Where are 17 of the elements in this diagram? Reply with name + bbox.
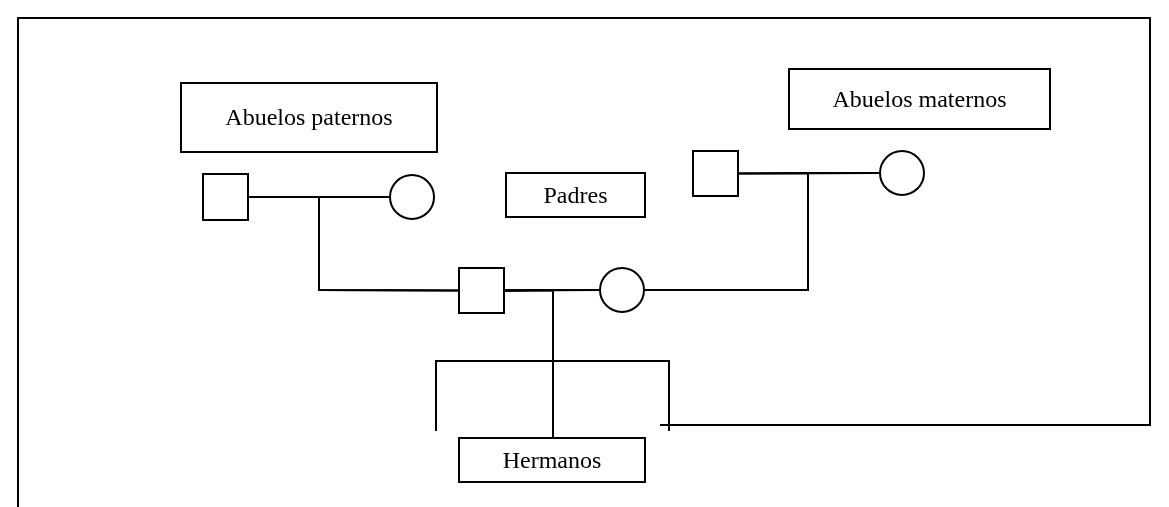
female-symbol: [599, 267, 645, 313]
male-symbol: [458, 267, 505, 314]
male-symbol: [692, 150, 739, 197]
connector-line: [644, 172, 880, 291]
label-box: [505, 172, 646, 218]
female-symbol: [879, 150, 925, 196]
female-symbol: [389, 174, 435, 220]
connector-line: [552, 289, 670, 432]
label-text: Abuelos maternos: [832, 85, 1007, 113]
connector-line: [318, 196, 459, 292]
male-symbol: [202, 173, 249, 221]
label-text: Padres: [543, 181, 608, 209]
label-text: Abuelos paternos: [225, 104, 393, 131]
label-box: [458, 437, 646, 483]
label-box: [788, 68, 1051, 130]
label-box: [180, 82, 438, 153]
label-text: Hermanos: [502, 446, 602, 474]
